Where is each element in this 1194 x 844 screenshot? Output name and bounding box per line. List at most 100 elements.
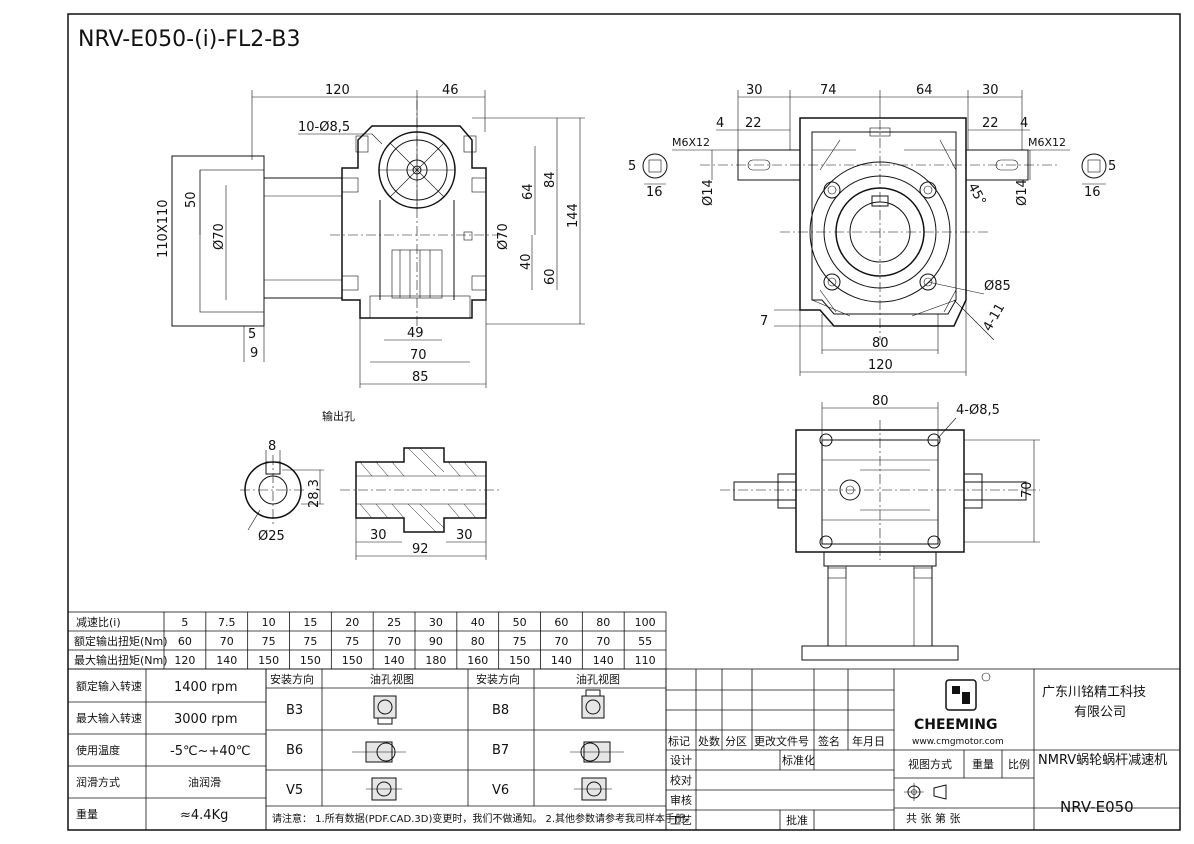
ratio-cell: 50: [513, 616, 527, 629]
cheeming-logo: [945, 672, 991, 711]
row-process: 工艺: [670, 814, 692, 827]
dim-shaft-right: Ø14: [1015, 179, 1030, 206]
rated-torque-cell: 70: [387, 635, 401, 648]
dim-30-right: 30: [982, 83, 999, 98]
mount-v5: V5: [286, 783, 303, 798]
bottom-view: 80 4-Ø8,5 70: [720, 394, 1040, 661]
rated-torque-cell: 55: [638, 635, 652, 648]
row-std: 标准化: [782, 753, 815, 767]
ratio-cell: 10: [262, 616, 276, 629]
row-review: 审核: [670, 793, 692, 807]
mount-icon-b3: [373, 695, 397, 725]
ratio-cell: 100: [635, 616, 656, 629]
company-name-2: 有限公司: [1074, 705, 1126, 720]
dim-shaft-left: Ø14: [701, 179, 716, 206]
dim-22-right: 22: [982, 116, 999, 131]
max-torque-cell: 150: [509, 654, 530, 667]
dim-holes-bottom: 4-Ø8,5: [956, 403, 1000, 418]
dim-85: 85: [412, 370, 429, 385]
row-approve: 批准: [786, 813, 808, 827]
header-ratio: 减速比(i): [76, 616, 121, 629]
rated-torque-cell: 90: [429, 635, 443, 648]
mount-b6: B6: [286, 743, 303, 758]
rated-torque-cell: 75: [262, 635, 276, 648]
mount-table: 安装方向 油孔视图 安装方向 油孔视图 B3 B6 V5 B8 B7 V6 请注…: [265, 668, 695, 831]
thread-left: M6X12: [672, 136, 710, 149]
prop-label-max-speed: 最大输入转速: [76, 711, 142, 725]
rated-torque-cell: 75: [345, 635, 359, 648]
mount-col-dir-right: 安装方向: [476, 672, 520, 686]
dim-7: 7: [760, 314, 768, 329]
prop-value-lube: 油润滑: [188, 775, 221, 789]
props-table: 额定输入转速 1400 rpm 最大输入转速 3000 rpm 使用温度 -5℃…: [67, 668, 267, 831]
view-method: 视图方式: [908, 757, 952, 771]
prop-label-weight: 重量: [76, 807, 98, 821]
rev-date: 年月日: [852, 734, 885, 748]
rated-torque-cell: 70: [596, 635, 610, 648]
dim-84: 84: [543, 171, 558, 188]
dim-64-front: 64: [916, 83, 933, 98]
prop-label-lube: 润滑方式: [76, 775, 120, 789]
dim-key-h: 28,3: [307, 479, 322, 508]
ratio-cell: 60: [554, 616, 568, 629]
dim-60: 60: [543, 268, 558, 285]
mount-col-dir-left: 安装方向: [270, 672, 314, 686]
prop-value-rated-speed: 1400 rpm: [174, 680, 237, 695]
ratio-cell: 7.5: [218, 616, 236, 629]
dim-70-bottom: 70: [410, 348, 427, 363]
dim-key16-left: 16: [646, 185, 663, 200]
header-max-torque: 最大输出扭矩(Nm): [74, 653, 168, 667]
ratio-cell: 15: [303, 616, 317, 629]
mount-icon-b7: [570, 741, 624, 763]
side-view: 120 46 10-Ø8,5 110X110 50 Ø70 64 84 144 …: [156, 83, 585, 388]
mount-note: 请注意： 1.所有数据(PDF.CAD.3D)变更时，我们不做通知。 2.其他参…: [272, 812, 695, 825]
rated-torque-cell: 70: [554, 635, 568, 648]
dim-120-front: 120: [868, 358, 893, 373]
mount-icon-b8: [581, 689, 605, 719]
ratio-cell: 80: [596, 616, 610, 629]
mount-b7: B7: [492, 743, 509, 758]
ratio-cell: 5: [181, 616, 188, 629]
output-hole-label: 输出孔: [322, 409, 355, 423]
dim-144: 144: [566, 203, 581, 228]
rated-torque-cell: 75: [513, 635, 527, 648]
brand-name: CHEEMING: [914, 717, 997, 733]
rated-torque-cell: 60: [178, 635, 192, 648]
product-name: NMRV蜗轮蜗杆减速机: [1038, 752, 1167, 768]
sheets: 共 张 第 张: [906, 811, 961, 825]
dim-d70-left: Ø70: [212, 223, 227, 250]
rev-zone: 分区: [725, 735, 747, 748]
dim-50: 50: [184, 191, 199, 208]
dim-4-left: 4: [716, 116, 724, 131]
max-torque-cell: 160: [467, 654, 488, 667]
front-view: 5 16 5 16 30 74 64 30 4 22 22 4 M6X12 M6…: [628, 83, 1116, 376]
title-block: 标记 处数 分区 更改文件号 签名 年月日 设计 校对 审核 工艺 标准化 批准…: [665, 668, 1181, 831]
model-name: NRV-E050: [1060, 798, 1134, 816]
ratio-cell: 40: [471, 616, 485, 629]
mount-v6: V6: [492, 783, 509, 798]
dim-80-bottom: 80: [872, 394, 889, 409]
dim-64: 64: [521, 183, 536, 200]
max-torque-cell: 140: [593, 654, 614, 667]
thread-right: M6X12: [1028, 136, 1066, 149]
rated-torque-cell: 80: [471, 635, 485, 648]
mount-b3: B3: [286, 703, 303, 718]
dim-key16-right: 16: [1084, 185, 1101, 200]
dim-120: 120: [325, 83, 350, 98]
ratio-cell: 25: [387, 616, 401, 629]
scale-label: 比例: [1008, 757, 1030, 771]
max-torque-cell: 120: [174, 654, 195, 667]
dim-70-bottom-view: 70: [1020, 481, 1035, 498]
dim-92: 92: [412, 542, 429, 557]
max-torque-cell: 110: [635, 654, 656, 667]
dim-key5-right: 5: [1108, 159, 1116, 174]
dim-49: 49: [407, 326, 424, 341]
drawing-title: NRV-E050-(i)-FL2-B3: [78, 27, 300, 52]
max-torque-cell: 150: [342, 654, 363, 667]
ratio-cell: 30: [429, 616, 443, 629]
rev-count: 处数: [698, 735, 720, 748]
dim-holes-4-11: 4-11: [980, 301, 1008, 334]
mount-icon-v5: [366, 777, 402, 801]
